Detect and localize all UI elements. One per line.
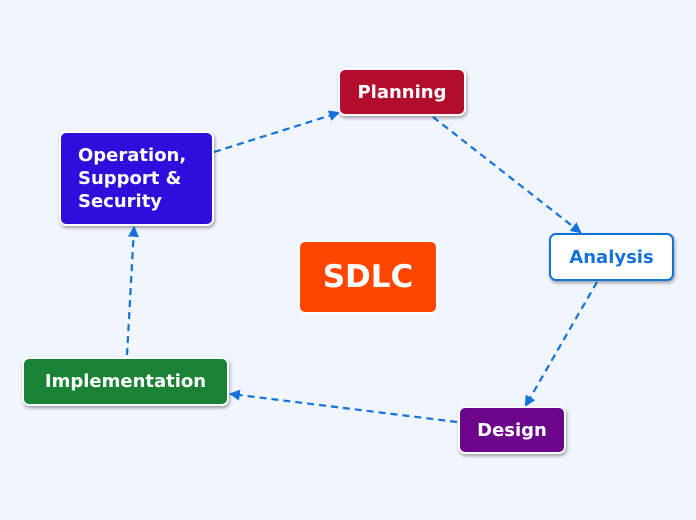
node-analysis[interactable]: Analysis (549, 233, 674, 281)
node-operation-label: Operation, Support & Security (78, 145, 187, 212)
node-planning[interactable]: Planning (338, 68, 466, 116)
edge-operation-to-planning (213, 110, 341, 154)
edge-planning-to-analysis (432, 116, 582, 234)
edge-analysis-to-design (524, 281, 598, 407)
node-design[interactable]: Design (458, 406, 566, 454)
central-topic-sdlc[interactable]: SDLC (300, 242, 436, 312)
node-operation-support-security[interactable]: Operation, Support & Security (59, 131, 214, 226)
edge-design-to-implementation (228, 389, 458, 424)
node-implementation[interactable]: Implementation (22, 357, 229, 406)
central-topic-label: SDLC (322, 259, 414, 295)
node-implementation-label: Implementation (44, 371, 207, 392)
node-analysis-label: Analysis (569, 246, 654, 268)
node-planning-label: Planning (357, 81, 447, 103)
edge-implementation-to-operation (125, 225, 140, 356)
node-design-label: Design (477, 419, 547, 441)
